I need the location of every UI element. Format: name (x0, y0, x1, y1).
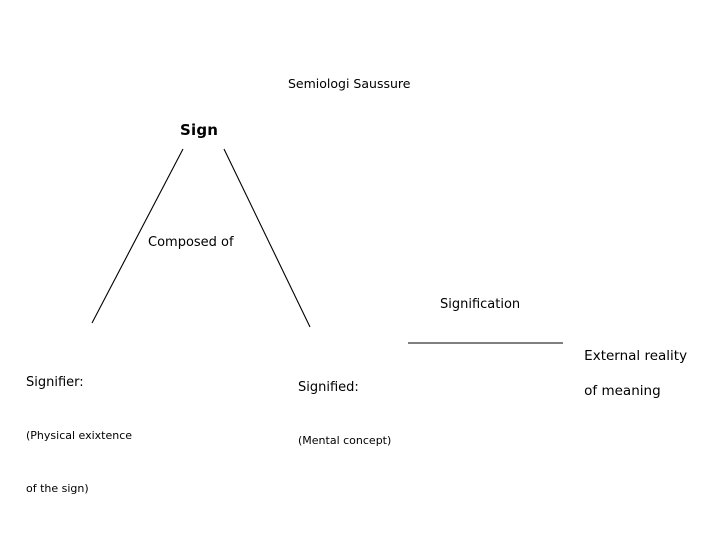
node-external-reality-line-2: of meaning (584, 382, 661, 399)
node-sign: Sign (180, 121, 219, 139)
node-signifier-subtext-line-2: of the sign) (26, 481, 89, 495)
edge-label-composed-of: Composed of (148, 235, 234, 250)
node-signified-subtext-line-1: (Mental concept) (298, 433, 392, 447)
node-signified-title: Signified: (298, 379, 359, 395)
node-signifier: Signifier: (Physical exixtence of the si… (26, 337, 132, 533)
node-external-reality-line-1: External reality (584, 347, 688, 364)
node-external-reality: External reality of meaning (567, 330, 687, 418)
edge-label-signification: Signification (440, 297, 521, 312)
page-title: Semiologi Saussure (288, 76, 411, 91)
triangle-left-leg (91, 148, 184, 324)
node-signified: Signified: (Mental concept) (298, 342, 391, 486)
triangle-right-leg (223, 148, 311, 328)
node-signifier-title: Signifier: (26, 374, 84, 390)
node-signifier-subtext-line-1: (Physical exixtence (26, 428, 133, 442)
